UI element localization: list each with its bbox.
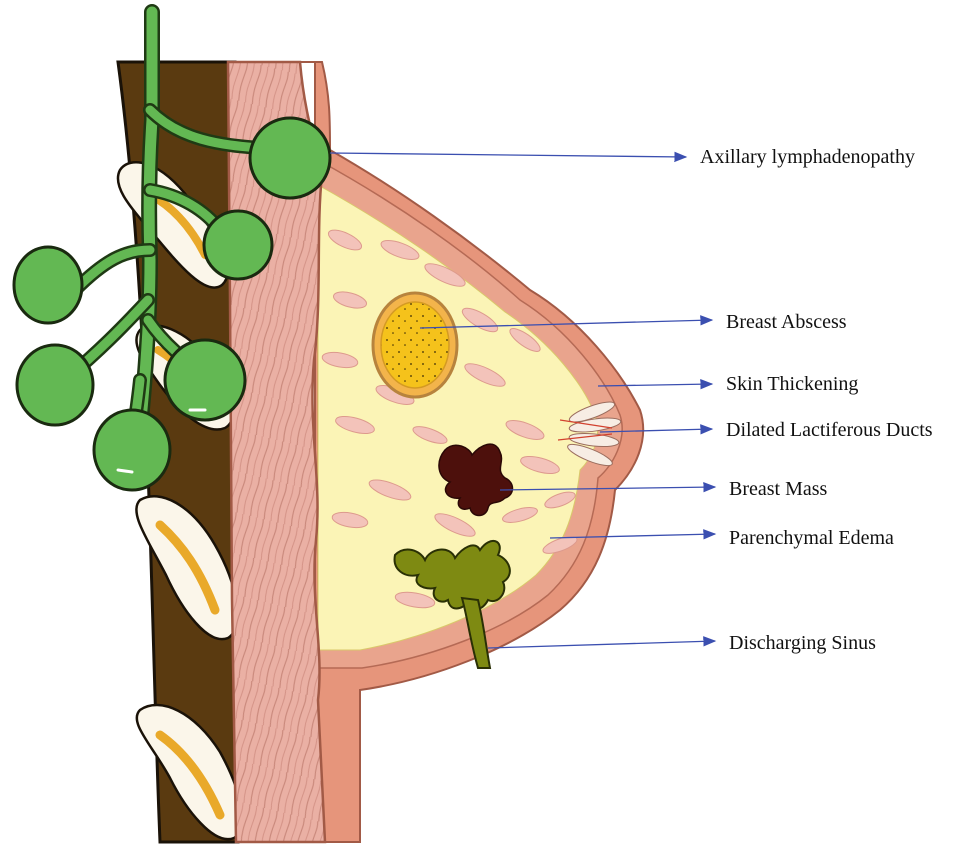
lymph-node-icon <box>17 345 93 425</box>
label-dilated-lactiferous-ducts: Dilated Lactiferous Ducts <box>726 418 933 442</box>
lymph-node-icon <box>204 211 272 279</box>
lymph-node-icon <box>165 340 245 420</box>
abscess-icon <box>373 293 457 397</box>
pointer-axillary <box>330 153 686 157</box>
label-parenchymal-edema: Parenchymal Edema <box>729 526 894 550</box>
label-breast-mass: Breast Mass <box>729 477 827 501</box>
pointer-sinus <box>488 641 715 648</box>
lymph-node-icon <box>14 247 82 323</box>
lymph-node-icon <box>94 410 170 490</box>
label-discharging-sinus: Discharging Sinus <box>729 631 876 655</box>
label-skin-thickening: Skin Thickening <box>726 372 858 396</box>
lymph-node-icon <box>250 118 330 198</box>
label-axillary-lymphadenopathy: Axillary lymphadenopathy <box>700 145 915 169</box>
label-breast-abscess: Breast Abscess <box>726 310 847 334</box>
